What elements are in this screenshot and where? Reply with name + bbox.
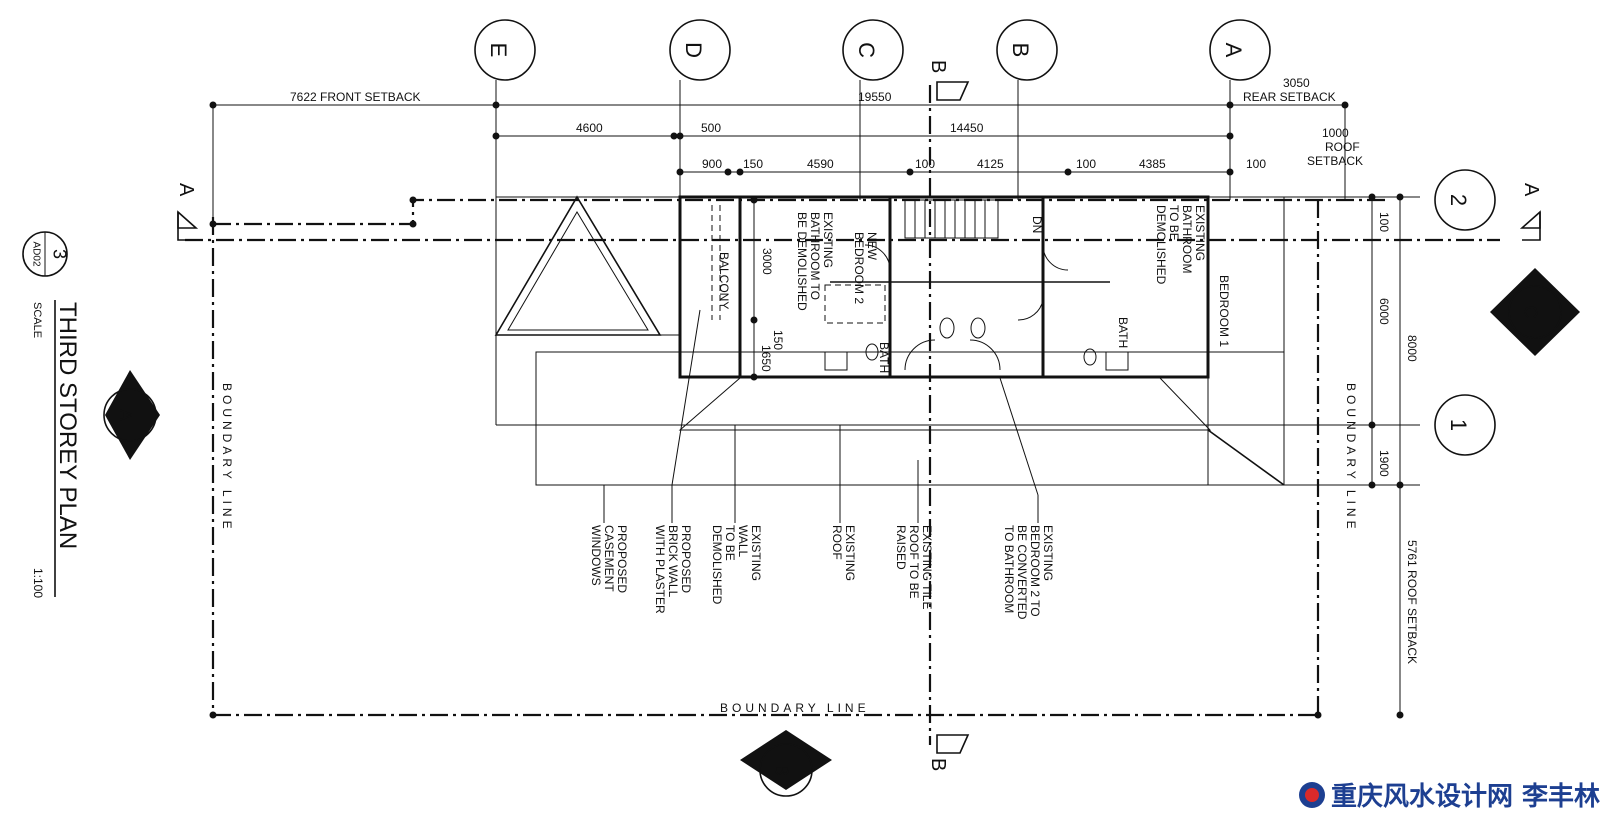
grid-bubble-b: B <box>996 19 1058 81</box>
dim-1650: 1650 <box>759 345 773 372</box>
section-marker-b-bottom: B <box>927 734 970 771</box>
dim-4590: 4590 <box>807 157 834 171</box>
svg-text:D: D <box>681 42 706 58</box>
dim-3000: 3000 <box>760 248 774 275</box>
dim-150b: 150 <box>771 330 785 350</box>
page-title: THIRD STOREY PLAN <box>54 302 81 549</box>
room-balcony: BALCONY <box>717 252 731 309</box>
roof-setback-right: 5761 ROOF SETBACK <box>1405 540 1419 664</box>
section-marker-a-right: A <box>1519 183 1542 241</box>
dim-v100: 100 <box>1377 212 1391 232</box>
svg-text:C: C <box>1520 306 1540 319</box>
title-ref-number: 3 <box>49 249 69 259</box>
notes: PROPOSED CASEMENT WINDOWS PROPOSED BRICK… <box>589 525 1055 623</box>
note-brick-wall: PROPOSED BRICK WALL WITH PLASTER <box>653 525 693 614</box>
note-existing-roof: EXISTING ROOF <box>830 525 857 584</box>
overall-length: 19550 <box>858 90 892 104</box>
room-new-bedroom: NEW BEDROOM 2 <box>852 232 879 304</box>
watermark-logo-icon <box>1298 781 1325 808</box>
dim-100b: 100 <box>1076 157 1096 171</box>
roof-setback-l2: SETBACK <box>1307 154 1363 168</box>
note-casement-windows: PROPOSED CASEMENT WINDOWS <box>589 525 629 596</box>
dim-500: 500 <box>701 121 721 135</box>
elevation-markers: A B C <box>103 268 1580 797</box>
boundary-labels: BOUNDARY LINE BOUNDARY LINE BOUNDARY LIN… <box>220 383 1358 715</box>
grid-bubble-a: A <box>1209 19 1271 81</box>
dim-14450: 14450 <box>950 121 984 135</box>
vertical-dimension-texts: 3000 150 1650 100 6000 8000 1900 5761 RO… <box>759 212 1419 664</box>
boundary-label-bottom: BOUNDARY LINE <box>720 701 870 715</box>
stair-dn: DN <box>1030 216 1044 233</box>
grid-bubble-2: 2 <box>1434 169 1496 231</box>
svg-text:2: 2 <box>1446 194 1471 206</box>
rear-setback-label: REAR SETBACK <box>1243 90 1336 104</box>
grid-bubble-d: D <box>669 19 731 81</box>
room-bath-left: BATH <box>877 342 891 373</box>
note-leaders <box>603 309 1039 523</box>
svg-text:B: B <box>927 60 949 73</box>
svg-text:A: A <box>1520 183 1542 197</box>
scale-label: SCALE <box>31 302 43 338</box>
dim-150: 150 <box>743 157 763 171</box>
watermark: 重庆风水设计网 李丰林 <box>1298 776 1600 813</box>
dimension-ticks <box>209 101 1404 719</box>
section-markers: A A B B <box>175 60 1542 771</box>
building-walls <box>678 195 1210 379</box>
front-setback-label: 7622 FRONT SETBACK <box>290 90 421 104</box>
dim-900: 900 <box>702 157 722 171</box>
elevation-marker-c: C <box>1490 268 1580 356</box>
elevation-marker-b: B <box>740 730 832 797</box>
dim-v6000: 6000 <box>1377 298 1391 325</box>
room-existing-bath-left: EXISTING BATHROOM TO BE DEMOLISHED <box>795 212 835 311</box>
grid-bubble-1: 1 <box>1434 394 1496 456</box>
note-bedroom-converted: EXISTING BEDROOM 2 TO BE CONVERTED TO BA… <box>1002 525 1055 623</box>
boundary-label-left: BOUNDARY LINE <box>220 383 234 533</box>
svg-text:B: B <box>1008 43 1033 58</box>
rear-setback-value: 3050 <box>1283 76 1310 90</box>
room-existing-bath-right: EXISTING BATHROOM TO BE DEMOLISHED <box>1154 205 1207 285</box>
dim-4125: 4125 <box>977 157 1004 171</box>
svg-text:C: C <box>854 42 879 58</box>
room-labels: NEW BEDROOM 2 EXISTING BATHROOM TO BE DE… <box>717 205 1231 373</box>
roof-setback-value: 1000 <box>1322 126 1349 140</box>
room-bedroom-1: BEDROOM 1 <box>1217 275 1231 347</box>
grid-bubble-c: C <box>842 19 904 81</box>
svg-text:A: A <box>115 409 135 421</box>
room-bath-right: BATH <box>1116 317 1130 348</box>
title-block: 3 AD02 THIRD STOREY PLAN SCALE 1:100 <box>22 231 81 598</box>
scale-value: 1:100 <box>31 568 45 598</box>
svg-text:B: B <box>927 758 949 771</box>
watermark-text: 重庆风水设计网 李丰林 <box>1330 782 1600 812</box>
grid-bubble-e: E <box>474 19 536 81</box>
dim-v1900: 1900 <box>1377 450 1391 477</box>
section-marker-a-left: A <box>175 183 199 241</box>
dim-100a: 100 <box>915 157 935 171</box>
elevation-marker-a: A <box>103 370 160 460</box>
boundary-lines <box>185 85 1500 745</box>
svg-text:A: A <box>175 183 197 197</box>
svg-text:B: B <box>771 764 791 776</box>
dimension-lines <box>212 104 1401 715</box>
dim-4385: 4385 <box>1139 157 1166 171</box>
dim-4600: 4600 <box>576 121 603 135</box>
title-ref-sheet: AD02 <box>30 241 41 266</box>
grid-bubbles: E D C B A 2 1 <box>474 19 1496 456</box>
svg-text:A: A <box>1221 43 1246 58</box>
section-marker-b-top: B <box>927 60 970 101</box>
svg-text:1: 1 <box>1446 419 1471 431</box>
dim-v8000: 8000 <box>1405 335 1419 362</box>
note-wall-demolished: EXISTING WALL TO BE DEMOLISHED <box>710 525 763 605</box>
roof-setback-l1: ROOF <box>1325 140 1360 154</box>
svg-text:E: E <box>486 43 511 58</box>
dimension-texts: 7622 FRONT SETBACK 19550 3050 REAR SETBA… <box>290 76 1363 171</box>
boundary-label-right: BOUNDARY LINE <box>1344 383 1358 533</box>
dim-100c: 100 <box>1246 157 1266 171</box>
note-tile-roof-raised: EXISTING TILE ROOF TO BE RAISED <box>894 525 934 613</box>
